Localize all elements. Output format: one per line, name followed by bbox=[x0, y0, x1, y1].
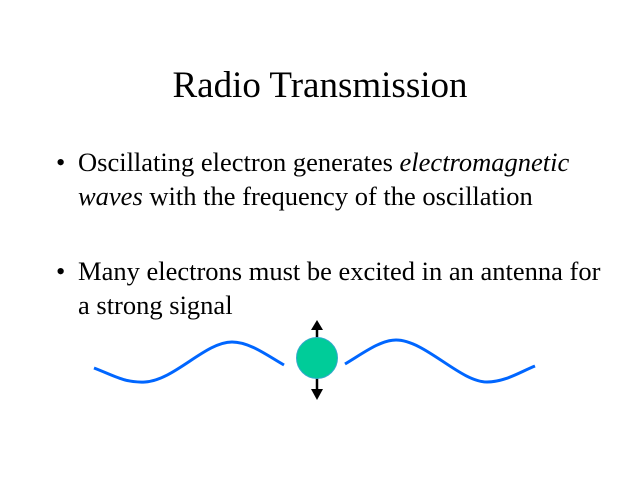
electron-icon bbox=[296, 337, 338, 379]
bullet-symbol: • bbox=[56, 256, 66, 286]
bullet-1-text: Oscillating electron generates bbox=[78, 147, 400, 177]
arrow-up-head bbox=[311, 320, 323, 330]
bullet-symbol: • bbox=[56, 147, 66, 177]
wave-left bbox=[93, 340, 285, 384]
bullet-1-text-end: with the frequency of the oscillation bbox=[142, 181, 533, 211]
arrow-down-head bbox=[311, 389, 323, 400]
bullet-2: • Many electrons must be excited in an a… bbox=[56, 254, 616, 322]
wave-right bbox=[344, 338, 536, 384]
bullet-1: • Oscillating electron generates electro… bbox=[56, 145, 616, 213]
slide-title: Radio Transmission bbox=[172, 65, 468, 106]
bullet-1-emphasis: electromagnetic waves bbox=[78, 147, 570, 211]
bullet-2-text: Many electrons must be excited in an ant… bbox=[78, 256, 601, 320]
